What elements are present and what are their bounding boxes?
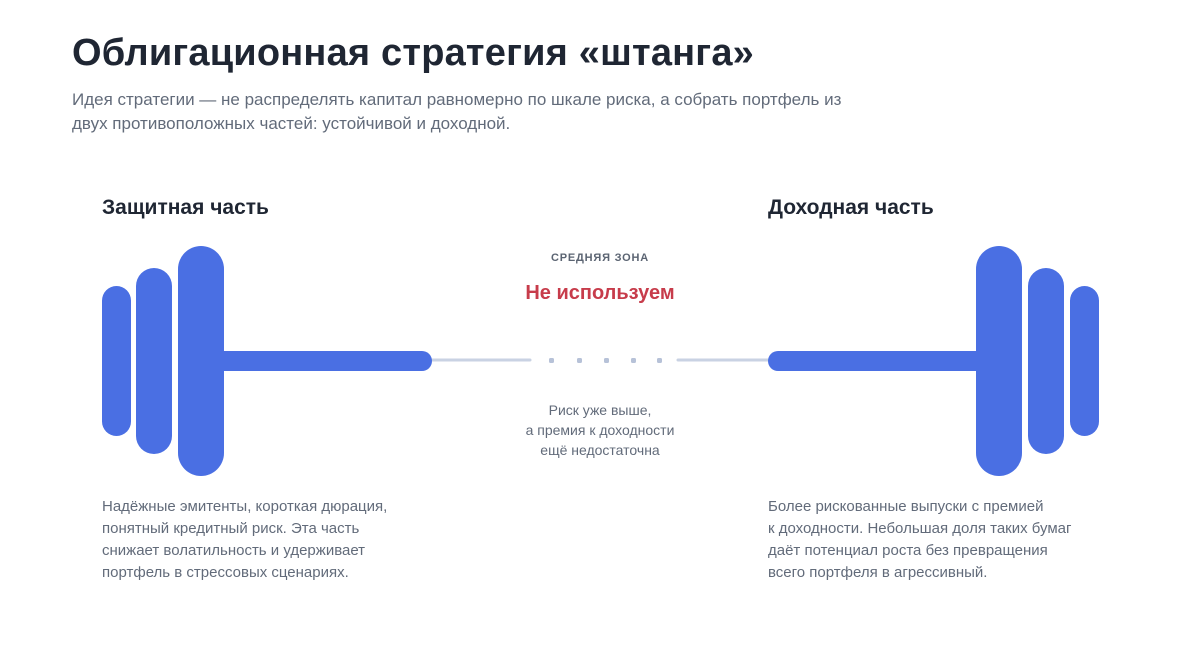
right-plate-medium — [1028, 268, 1064, 454]
left-plate-large — [178, 246, 224, 476]
income-part-description: Более рискованные выпуски с премией к до… — [768, 496, 1148, 584]
defensive-part-title: Защитная часть — [102, 196, 269, 219]
left-plate-medium — [136, 268, 172, 454]
middle-zone-note-line: Риск уже выше, — [548, 402, 652, 418]
right-plate-large — [976, 246, 1022, 476]
middle-zone-label: СРЕДНЯЯ ЗОНА — [550, 252, 650, 264]
description-line: портфель в стрессовых сценариях. — [102, 564, 349, 581]
right-plate-small — [1070, 286, 1099, 436]
page-title: Облигационная стратегия «штанга» — [72, 32, 754, 74]
description-line: всего портфеля в агрессивный. — [768, 564, 988, 581]
description-line: понятный кредитный риск. Эта часть — [102, 520, 360, 537]
description-line: Более рискованные выпуски с премией — [768, 498, 1044, 515]
middle-dot — [631, 358, 636, 363]
income-part-title: Доходная часть — [768, 196, 934, 219]
middle-dot — [657, 358, 662, 363]
middle-zone-note: Риск уже выше, а премия к доходности ещё… — [450, 400, 750, 460]
income-barbell-end — [768, 246, 1099, 476]
middle-dot — [549, 358, 554, 363]
defensive-part-description: Надёжные эмитенты, короткая дюрация, пон… — [102, 496, 482, 584]
description-line: даёт потенциал роста без превращения — [768, 542, 1048, 559]
description-line: снижает волатильность и удерживает — [102, 542, 366, 559]
middle-zone-note-line: ещё недостаточна — [540, 442, 660, 458]
right-handle-bar — [768, 351, 990, 371]
page-subtitle: Идея стратегии — не распределять капитал… — [72, 90, 842, 133]
left-handle-bar — [210, 351, 432, 371]
middle-dot — [577, 358, 582, 363]
middle-zone-status: Не используем — [525, 282, 675, 304]
description-line: Надёжные эмитенты, короткая дюрация, — [102, 498, 388, 515]
middle-zone-note-line: а премия к доходности — [525, 422, 675, 438]
description-line: к доходности. Небольшая доля таких бумаг — [768, 520, 1072, 537]
defensive-barbell-end — [102, 246, 432, 476]
left-plate-small — [102, 286, 131, 436]
middle-dot — [604, 358, 609, 363]
